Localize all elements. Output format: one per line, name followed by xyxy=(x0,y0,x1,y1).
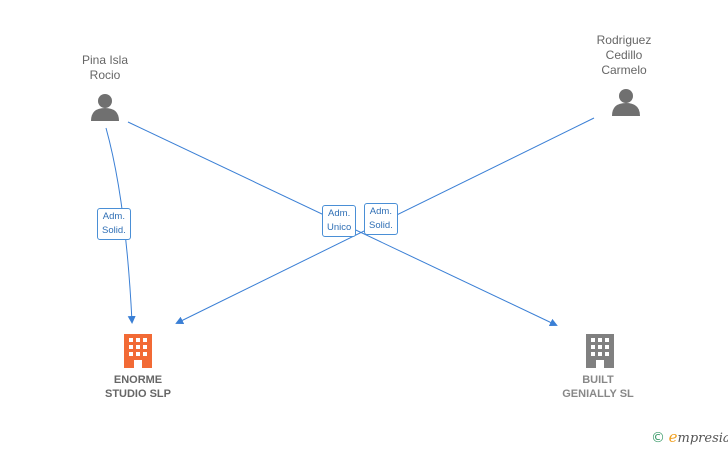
company-name-built-genially[interactable]: BUILT GENIALLY SL xyxy=(562,374,634,400)
person-icon xyxy=(91,94,119,121)
brand-name: mpresia xyxy=(677,431,728,446)
brand-logo: © empresia xyxy=(651,428,728,446)
copyright-symbol: © xyxy=(651,430,665,446)
building-icon xyxy=(586,334,614,368)
person-name-rodriguez-cedillo-carmelo[interactable]: Rodriguez Cedillo Carmelo xyxy=(596,33,652,77)
relation-label: Adm. Solid. xyxy=(97,208,131,240)
brand-initial: e xyxy=(668,428,678,446)
building-icon xyxy=(124,334,152,368)
relation-label: Adm. Unico xyxy=(322,205,357,237)
person-icon xyxy=(612,89,640,116)
company-name-enorme-studio[interactable]: ENORME STUDIO SLP xyxy=(104,374,171,400)
relation-label: Adm. Solid. xyxy=(364,203,398,235)
person-name-pina-isla-rocio[interactable]: Pina Isla Rocio xyxy=(81,53,129,82)
